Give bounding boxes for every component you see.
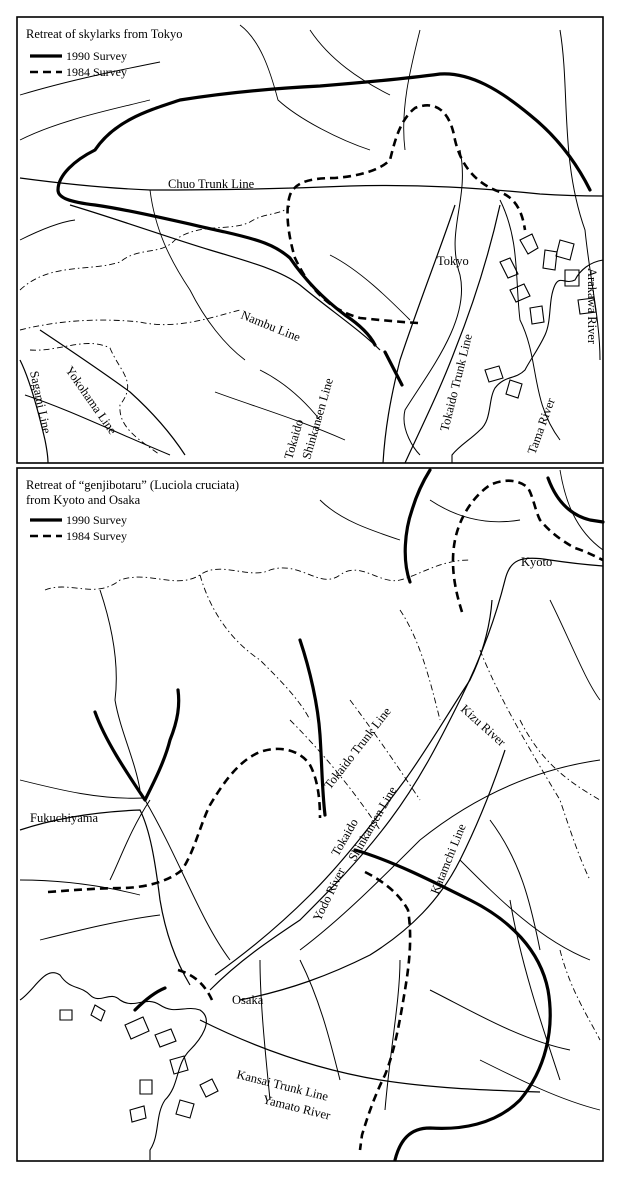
legend-label-1990-bottom: 1990 Survey xyxy=(66,513,127,527)
river-lines-bottom xyxy=(99,589,601,1111)
survey-1990-line-center xyxy=(298,638,327,817)
legend-label-1984-bottom: 1984 Survey xyxy=(66,529,127,543)
tokyo-bay-coast xyxy=(451,259,604,463)
label-osaka: Osaka xyxy=(232,993,264,1007)
legend-label-1990-top: 1990 Survey xyxy=(66,49,127,63)
survey-1990-line-top xyxy=(56,72,592,347)
label-tokyo: Tokyo xyxy=(437,254,469,268)
prefecture-boundary xyxy=(19,205,291,456)
survey-1990-line-kyoto-north xyxy=(403,468,432,584)
chuo-trunk-line xyxy=(19,177,604,197)
map-panel-tokyo: Retreat of skylarks from Tokyo 1990 Surv… xyxy=(16,16,604,464)
tokaido-trunk-line-bottom xyxy=(209,557,604,991)
survey-1984-line-west xyxy=(47,747,322,894)
label-arakawa-river: Arakawa River xyxy=(585,268,599,345)
map-title-bottom-line2: from Kyoto and Osaka xyxy=(26,493,141,507)
katamachi-line xyxy=(239,749,506,1001)
label-tokaido-trunk-line-bottom: Tokaido Trunk Line xyxy=(321,704,394,792)
survey-1990-line-south xyxy=(353,848,552,1162)
survey-1984-line-osaka xyxy=(177,968,214,1001)
osaka-bay-coast xyxy=(19,972,207,1160)
map-title-top: Retreat of skylarks from Tokyo xyxy=(26,27,183,41)
survey-1990-line-fukuchiyama xyxy=(93,688,181,802)
panel-frame-top xyxy=(16,16,604,464)
label-tama-river: Tama River xyxy=(525,395,558,456)
kansai-trunk-line xyxy=(199,1019,541,1093)
fukuchiyama-line xyxy=(19,809,191,986)
label-tokaido-shinkansen-2: Shinkansen Line xyxy=(299,376,336,461)
tokaido-shinkansen-line-bottom xyxy=(214,599,493,976)
prefecture-boundary-bottom xyxy=(44,559,601,1041)
survey-1984-line-kyoto xyxy=(451,479,604,613)
survey-1984-line-south xyxy=(358,870,412,1151)
map-panel-kyoto-osaka: Retreat of “genjibotaru” (Luciola crucia… xyxy=(16,467,605,1162)
survey-1990-line-osaka xyxy=(133,986,167,1012)
map-title-bottom-line1: Retreat of “genjibotaru” (Luciola crucia… xyxy=(26,478,239,492)
legend-label-1984-top: 1984 Survey xyxy=(66,65,127,79)
survey-1990-line-top-end xyxy=(383,350,404,387)
sagami-line xyxy=(19,359,49,464)
label-sagami-line: Sagami Line xyxy=(27,370,54,435)
osaka-reclaimed-land xyxy=(59,1004,219,1123)
road-lines xyxy=(19,24,421,441)
river-lines xyxy=(24,29,601,456)
label-chuo-trunk-line: Chuo Trunk Line xyxy=(168,177,255,191)
label-nambu-line: Nambu Line xyxy=(239,308,303,345)
label-kyoto: Kyoto xyxy=(521,555,552,569)
label-katamachi-line: Katamchi Line xyxy=(428,821,469,896)
survey-1990-line-kyoto-ne xyxy=(546,476,605,524)
survey-1984-line-top xyxy=(286,104,527,325)
tokaido-trunk-line xyxy=(404,204,501,464)
road-lines-bottom xyxy=(19,469,604,1111)
label-kizu-river: Kizu River xyxy=(458,702,509,750)
panel-frame-bottom xyxy=(16,467,604,1162)
label-yokohama-line: Yokohama Line xyxy=(63,364,120,438)
label-fukuchiyama: Fukuchiyama xyxy=(30,811,98,825)
reclaimed-land xyxy=(484,233,597,399)
nambu-line xyxy=(69,204,381,351)
yokohama-line xyxy=(39,329,186,456)
tokaido-shinkansen-line xyxy=(382,204,456,464)
